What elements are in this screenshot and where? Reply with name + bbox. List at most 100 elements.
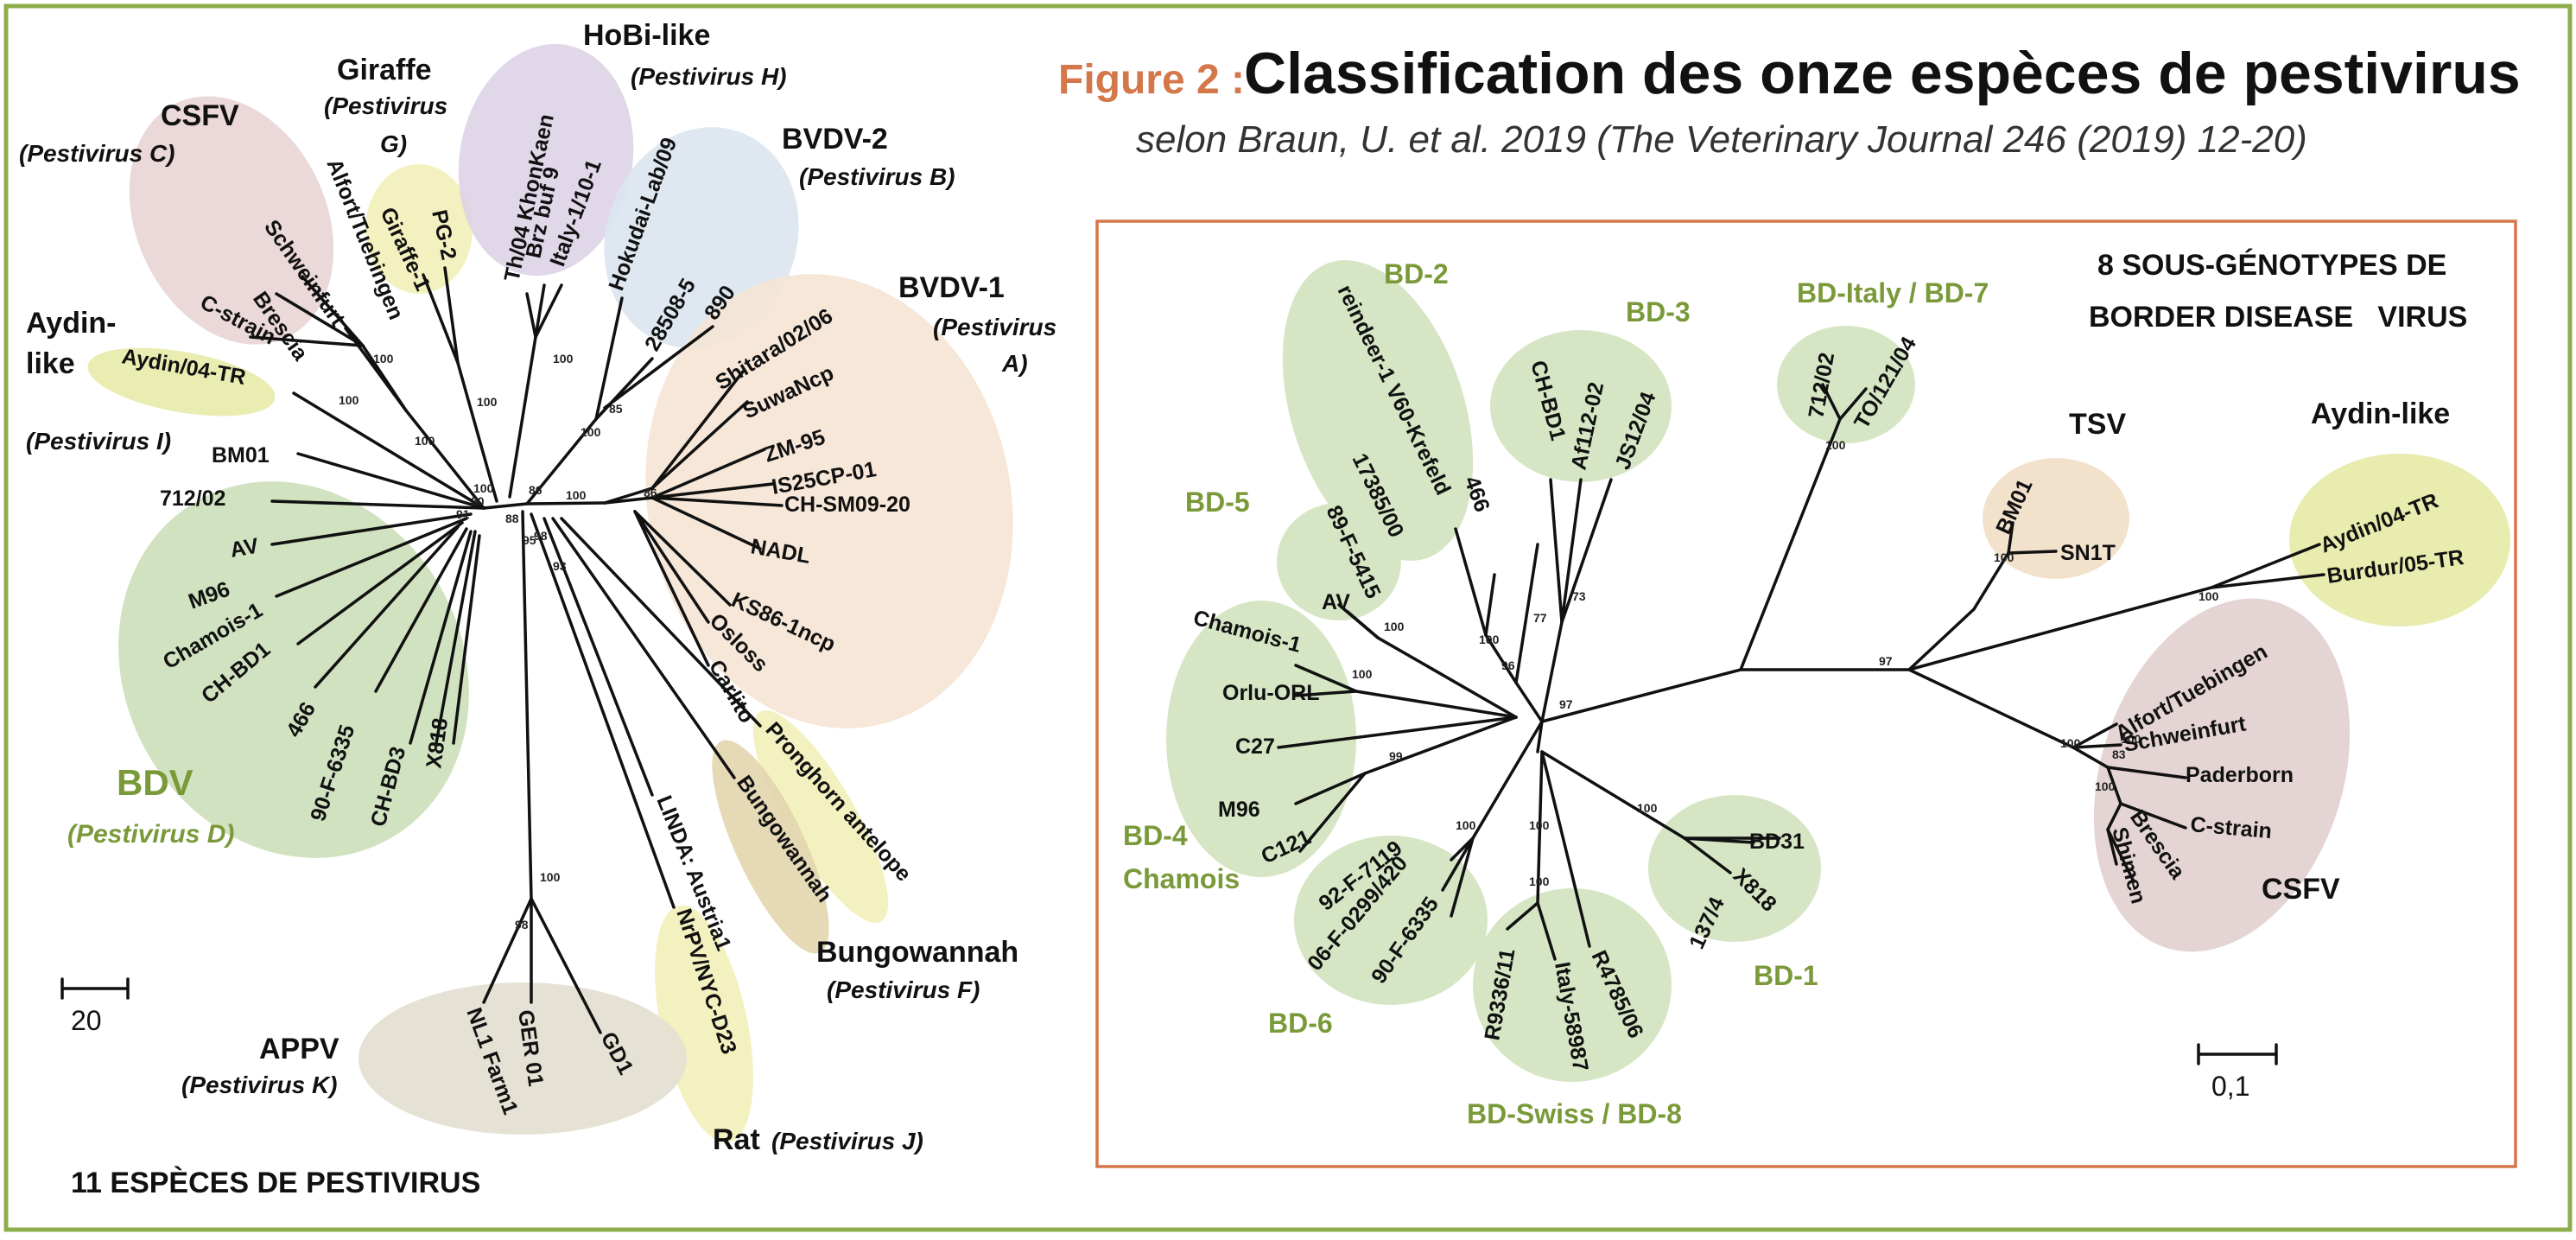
leaf-label: CH-SM09-20	[784, 493, 910, 517]
bootstrap-value: 93	[553, 559, 567, 573]
bootstrap-value: 100	[1352, 667, 1373, 681]
right-tree-branches	[1277, 383, 2325, 961]
bungowannah-label: Bungowannah	[816, 936, 1018, 969]
bootstrap-value: 100	[2095, 779, 2116, 793]
bvdv2-species: (Pestivirus B)	[799, 163, 955, 190]
bootstrap-value: 100	[2198, 589, 2219, 603]
left-tree-panel: 100 100 100 100 100 100 85 100 100 86 88…	[19, 19, 1056, 1199]
right-panel-title-2: BORDER DISEASE VIRUS	[2089, 301, 2467, 334]
bvdv1-label: BVDV-1	[898, 271, 1005, 304]
hobi-highlight	[458, 43, 634, 277]
aydin-right-highlight	[2289, 454, 2510, 626]
csfv-right-highlight	[2093, 598, 2351, 952]
figure-header: Figure 2 : Classification des onze espèc…	[1058, 41, 2521, 161]
left-bootstrap-values: 100 100 100 100 100 100 85 100 100 86 88…	[339, 352, 657, 932]
right-scale-label: 0,1	[2211, 1071, 2249, 1102]
bootstrap-value: 100	[477, 395, 498, 409]
bvdv1-species: (Pestivirus	[933, 314, 1056, 340]
bootstrap-value: 96	[1501, 658, 1515, 672]
right-scale-bar: 0,1	[2197, 1043, 2278, 1102]
bootstrap-value: 100	[540, 870, 561, 884]
bootstrap-value: 100	[1456, 818, 1476, 832]
bvdv1-species-2: A)	[1001, 350, 1028, 377]
bd7-highlight	[1777, 326, 1915, 443]
hobi-species: (Pestivirus H)	[631, 63, 787, 90]
bd3-highlight	[1490, 330, 1672, 482]
bd4-label: BD-4	[1123, 820, 1188, 851]
rat-highlight	[655, 905, 753, 1143]
hobi-label: HoBi-like	[583, 19, 710, 52]
leaf-label: SN1T	[2060, 541, 2116, 565]
bootstrap-value: 85	[609, 402, 623, 416]
right-group-labels: BD-2 BD-3 BD-Italy / BD-7 BD-5 BD-4 Cham…	[1123, 258, 2450, 1129]
left-panel-caption: 11 ESPÈCES DE PESTIVIRUS	[71, 1167, 480, 1199]
csfv-right-label: CSFV	[2262, 873, 2340, 906]
bootstrap-value: 100	[415, 434, 435, 448]
right-bootstrap-values: 100 96 77 73 100 100 100 99 100 100 100 …	[1352, 438, 2219, 888]
leaf-label: 712/02	[160, 486, 225, 511]
left-scale-label: 20	[71, 1005, 102, 1036]
bootstrap-value: 100	[1637, 801, 1658, 815]
appv-highlight	[358, 982, 687, 1135]
leaf-label: BM01	[212, 443, 270, 467]
bootstrap-value: 98	[515, 918, 529, 932]
leaf-label: BD31	[1749, 830, 1805, 854]
right-panel-title: 8 SOUS-GÉNOTYPES DE	[2097, 249, 2446, 282]
csfv-label: CSFV	[161, 99, 239, 132]
giraffe-species-2: G)	[380, 130, 407, 157]
leaf-label: AV	[1322, 590, 1350, 614]
bootstrap-value: 100	[1384, 620, 1405, 633]
tsv-highlight	[1983, 458, 2129, 579]
bd6-highlight	[1294, 836, 1488, 1005]
bootstrap-value: 100	[1994, 550, 2014, 564]
left-scale-bar: 20	[60, 977, 130, 1036]
rat-species: (Pestivirus J)	[771, 1128, 923, 1154]
aydin-label-2: like	[26, 347, 75, 380]
bootstrap-value: 99	[1389, 749, 1403, 763]
leaf-label: Orlu-ORL	[1222, 681, 1320, 705]
bd5-label: BD-5	[1185, 486, 1250, 518]
figure-label: Figure 2 :	[1058, 57, 1245, 103]
bootstrap-value: 86	[529, 483, 542, 497]
leaf-label: C27	[1235, 734, 1275, 759]
bd4-chamois-label: Chamois	[1123, 863, 1240, 894]
bvdv1-highlight	[645, 274, 1013, 728]
bootstrap-value: 97	[1559, 697, 1573, 711]
bd8-label: BD-Swiss / BD-8	[1467, 1098, 1682, 1129]
aydin-highlight	[87, 347, 276, 417]
figure-subtitle: selon Braun, U. et al. 2019 (The Veterin…	[1136, 118, 2307, 161]
bootstrap-value: 88	[505, 512, 519, 525]
bd6-label: BD-6	[1268, 1008, 1333, 1039]
bootstrap-value: 97	[1879, 654, 1893, 668]
bd8-highlight	[1473, 888, 1672, 1082]
bdv-highlight	[118, 481, 469, 858]
bootstrap-value: 100	[1529, 874, 1550, 888]
bootstrap-value: 100	[581, 425, 601, 439]
aydin-right-label: Aydin-like	[2311, 397, 2450, 430]
outer-frame	[3, 3, 2573, 1232]
bd7-label: BD-Italy / BD-7	[1797, 277, 1989, 308]
aydin-label: Aydin-	[26, 307, 117, 340]
leaf-label: M96	[1218, 798, 1260, 822]
giraffe-species: (Pestivirus	[324, 92, 447, 119]
csfv-highlight	[129, 96, 334, 345]
bootstrap-value: 100	[339, 393, 359, 407]
bd5-highlight	[1277, 503, 1401, 620]
right-panel-box	[1095, 219, 2517, 1168]
csfv-species: (Pestivirus C)	[19, 140, 175, 167]
bootstrap-value: 86	[644, 486, 657, 499]
bootstrap-value: 100	[1529, 818, 1550, 832]
bootstrap-value: 91	[456, 507, 470, 521]
bootstrap-value: 100	[566, 488, 587, 502]
bootstrap-value: 95	[523, 533, 536, 547]
left-group-labels: CSFV (Pestivirus C) Giraffe (Pestivirus …	[19, 19, 1056, 1156]
right-tree-panel: 100 96 77 73 100 100 100 99 100 100 100 …	[1095, 219, 2517, 1168]
giraffe-label: Giraffe	[337, 54, 432, 86]
bootstrap-value: 98	[534, 529, 548, 543]
bootstrap-value: 100	[373, 352, 394, 366]
bd1-highlight	[1648, 795, 1821, 942]
giraffe-highlight	[365, 164, 473, 294]
appv-species: (Pestivirus K)	[181, 1071, 338, 1098]
pronghorn-highlight	[752, 710, 889, 923]
bootstrap-value: 100	[2121, 732, 2141, 746]
